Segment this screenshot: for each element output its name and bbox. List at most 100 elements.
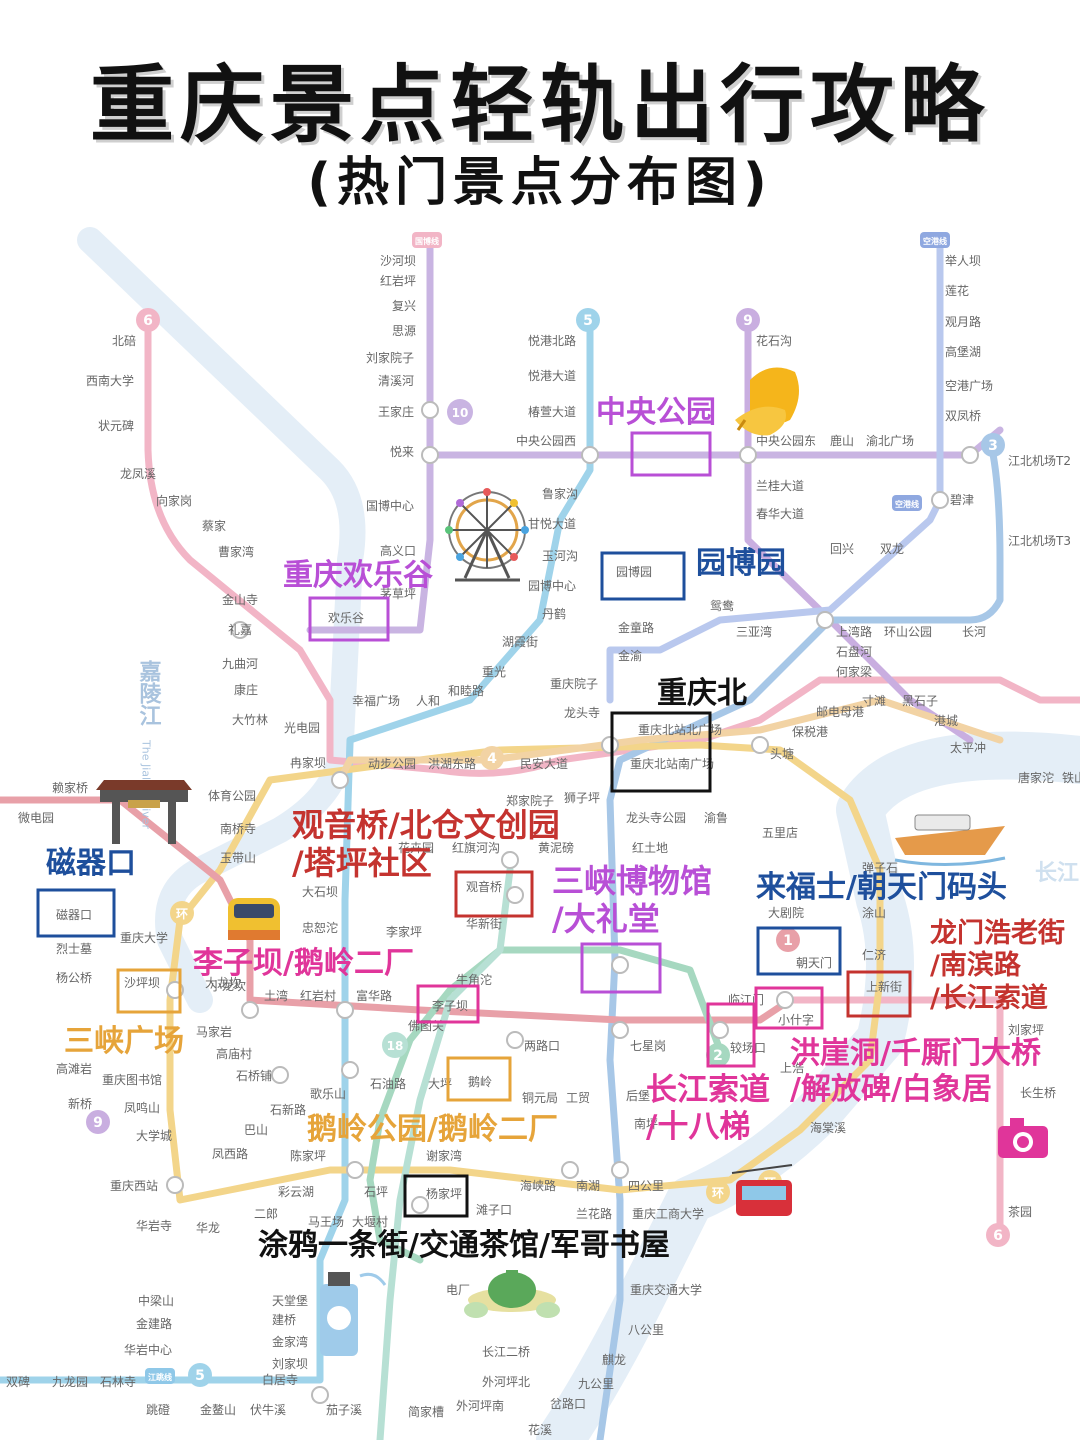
station-label: 重庆交通大学 (630, 1282, 702, 1297)
station-label: 王家庄 (378, 404, 414, 419)
station-label: 建桥 (272, 1313, 296, 1327)
station-labels: 沙河坝红岩坪复兴思源刘家院子清溪河王家庄悦来国博中心高义口茅草坪悦港北路悦港大道… (6, 254, 1080, 1437)
station-label: 跳磴 (146, 1403, 170, 1417)
station-label: 大龙坎 (205, 976, 241, 990)
station-label: 白居寺 (262, 1372, 298, 1387)
station-label: 鹅岭 (468, 1075, 492, 1089)
line-18-badge: 18 (382, 1032, 408, 1058)
box-huanlegu (308, 596, 390, 642)
station-label: 七星岗 (630, 1039, 666, 1053)
line-10-north (306, 451, 434, 634)
station-label: 重庆大学 (120, 930, 168, 945)
jiangtiao-line-badge: 江跳线 (145, 1368, 175, 1384)
station-label: 歌乐山 (310, 1086, 346, 1101)
station-label: 小什字 (778, 1012, 814, 1027)
airport-line-badge-2: 空港线 (892, 495, 922, 511)
station-label: 伏牛溪 (250, 1402, 286, 1417)
loop-badge-1: 环 (170, 901, 194, 925)
station-label: 重光 (482, 665, 506, 679)
svg-text:6: 6 (143, 313, 153, 329)
line-9-badge: 9 (736, 308, 760, 332)
label-changjiang-suodao: 长江索道/十八梯 (646, 1072, 770, 1146)
svg-text:2: 2 (713, 1048, 723, 1064)
label-hongyadong: 洪崖洞/千厮门大桥/解放碑/白象居 (790, 1036, 1041, 1107)
station-label: 兰花路 (576, 1206, 612, 1221)
box-liziba (416, 984, 480, 1024)
station-label: 鲁家沟 (542, 486, 578, 501)
station-label: 红岩村 (300, 988, 336, 1003)
station-label: 兰桂大道 (756, 478, 804, 493)
station-label: 观月路 (945, 314, 981, 329)
line-1-badge: 1 (776, 928, 800, 952)
station-label: 赖家桥 (52, 780, 88, 795)
station-label: 华岩寺 (136, 1218, 172, 1233)
station-label: 铜元局 (522, 1090, 558, 1105)
station-label: 刘家院子 (366, 350, 414, 365)
station-label: 重庆工商大学 (632, 1206, 704, 1221)
station-label: 重庆西站 (110, 1179, 158, 1193)
station-label: 华岩中心 (124, 1342, 172, 1357)
station-label: 春华大道 (756, 507, 804, 521)
line-6-south (786, 996, 1004, 1234)
station-label: 石盘河 (836, 644, 872, 659)
line-3 (596, 436, 1004, 1444)
station-label: 石桥铺 (236, 1069, 272, 1083)
ginkgo-leaf-icon (735, 367, 799, 436)
station-label: 民安大道 (520, 756, 568, 771)
station-label: 悦来 (390, 445, 414, 459)
station-label: 双碑 (6, 1374, 30, 1389)
label-sanxia-guangchang: 三峡广场 (64, 1024, 184, 1059)
box-shangxinjie (846, 970, 912, 1018)
svg-text:5: 5 (195, 1368, 205, 1384)
station-label: 头塘 (770, 746, 794, 761)
svg-text:空港线: 空港线 (923, 236, 947, 246)
attraction-boxes (36, 431, 912, 1218)
line-6-badge-south: 6 (986, 1223, 1010, 1247)
label-longmenhao: 龙门浩老街/南滨路/长江索道 (930, 918, 1065, 1014)
label-eling-gongyuan: 鹅岭公园/鹅岭二厂 (307, 1112, 558, 1147)
station-label: 南桥寺 (220, 821, 256, 836)
line-6 (144, 316, 1080, 777)
station-label: 清溪河 (378, 374, 414, 388)
station-label: 动步公园 (368, 757, 416, 771)
line-4-badge: 4 (480, 746, 504, 770)
station-label: 悦港大道 (528, 369, 576, 383)
station-label: 龙头寺公园 (626, 811, 686, 825)
station-label: 唐家沱 (1018, 770, 1054, 785)
station-label: 涂山 (862, 905, 886, 920)
station-label: 玉带山 (220, 851, 256, 865)
station-label: 黑石子 (902, 694, 938, 708)
station-label: 岔路口 (550, 1396, 586, 1411)
label-chaotianmen: 来福士/朝天门码头 (756, 870, 1007, 905)
station-label: 石新路 (270, 1102, 306, 1117)
station-label: 马家岩 (196, 1024, 232, 1039)
station-label: 刘家坪 (1008, 1022, 1044, 1037)
station-label: 渝鲁 (704, 810, 728, 825)
station-label: 寸滩 (862, 694, 886, 708)
label-sanxia-museum: 三峡博物馆/大礼堂 (552, 862, 713, 939)
station-label: 花溪 (528, 1422, 552, 1437)
station-label: 海峡路 (520, 1178, 556, 1193)
teapot-icon (464, 1270, 560, 1318)
station-label: 重庆图书馆 (102, 1072, 162, 1087)
station-label: 工贸 (566, 1091, 590, 1105)
station-label: 太平冲 (950, 740, 986, 755)
station-label: 光电园 (284, 721, 320, 735)
station-label: 回兴 (830, 542, 854, 556)
svg-text:3: 3 (988, 438, 998, 454)
box-zhongyang-gongyuan (630, 431, 712, 477)
station-label: 国博中心 (366, 498, 414, 513)
station-label: 花卉园 (398, 840, 434, 855)
box-chongqingbei (610, 711, 712, 793)
station-label: 红岩坪 (380, 273, 416, 288)
label-zhongyang-gongyuan: 中央公园 (596, 395, 716, 430)
station-label: 重庆北站北广场 (638, 723, 722, 737)
station-label: 江北机场T2 (1008, 454, 1071, 468)
station-label: 沙坪坝 (124, 976, 160, 990)
line-3-badge: 3 (981, 433, 1005, 457)
station-label: 上湾路 (836, 624, 872, 639)
station-label: 蔡家 (202, 518, 226, 533)
station-label: 二郎 (254, 1207, 278, 1221)
station-label: 重庆院子 (550, 677, 598, 691)
box-yangjiaping (403, 1174, 469, 1218)
